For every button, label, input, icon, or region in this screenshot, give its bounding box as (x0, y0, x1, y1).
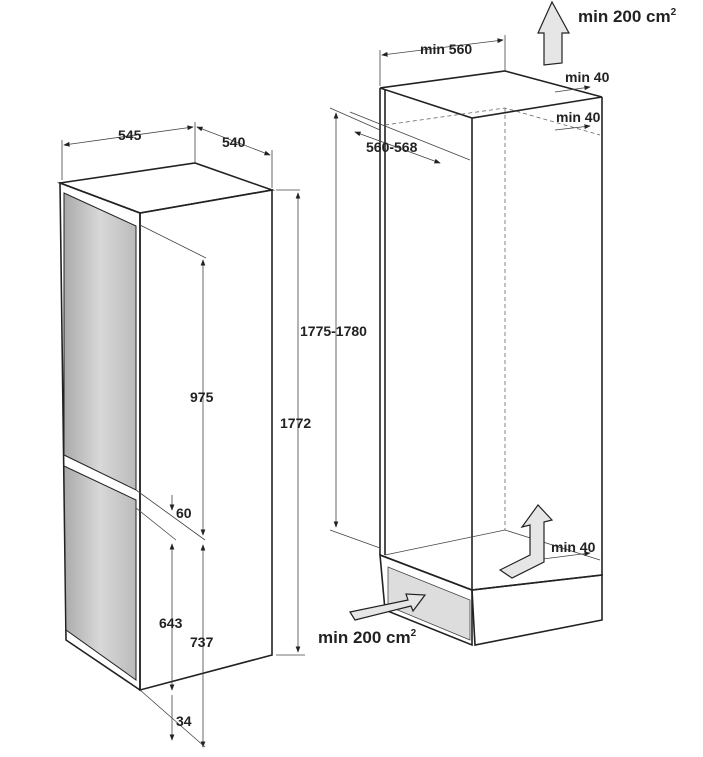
appliance-dimensions: 545 540 1772 975 60 643 737 34 (61, 122, 311, 748)
appliance-drawing (56, 162, 276, 692)
depth-label: 540 (222, 134, 246, 150)
vent-top-arrow-icon (537, 0, 571, 66)
upper-section-label: 975 (190, 389, 214, 405)
base-label: 34 (176, 713, 192, 729)
plinth-side (471, 574, 603, 646)
niche-depth-label: 560-568 (366, 139, 418, 155)
bottom-clearance-label: min 40 (551, 539, 596, 555)
vent-inlet-arrow-icon (349, 593, 427, 621)
niche-drawing (379, 70, 603, 647)
vent-top-label: min 200 cm2 (578, 7, 677, 26)
niche-dimensions: min 560 min 40 min 40 560-568 1775-1780 … (300, 35, 610, 561)
vent-grille (387, 566, 471, 641)
vent-bottom-label: min 200 cm2 (318, 628, 417, 647)
niche-height-label: 1775-1780 (300, 323, 367, 339)
top-clearance-rear-label: min 40 (565, 69, 610, 85)
width-label: 545 (118, 127, 142, 143)
height-label: 1772 (280, 415, 311, 431)
plinth-front (379, 553, 473, 647)
upper-door (63, 192, 137, 491)
gap-label: 60 (176, 505, 192, 521)
lower-door-label: 643 (159, 615, 183, 631)
top-clearance-front-label: min 40 (556, 109, 601, 125)
lower-section-label: 737 (190, 634, 214, 650)
vent-internal-arrow-icon (498, 504, 554, 579)
lower-door (63, 465, 137, 681)
min-width-label: min 560 (420, 41, 472, 57)
airflow-arrows (349, 0, 571, 621)
